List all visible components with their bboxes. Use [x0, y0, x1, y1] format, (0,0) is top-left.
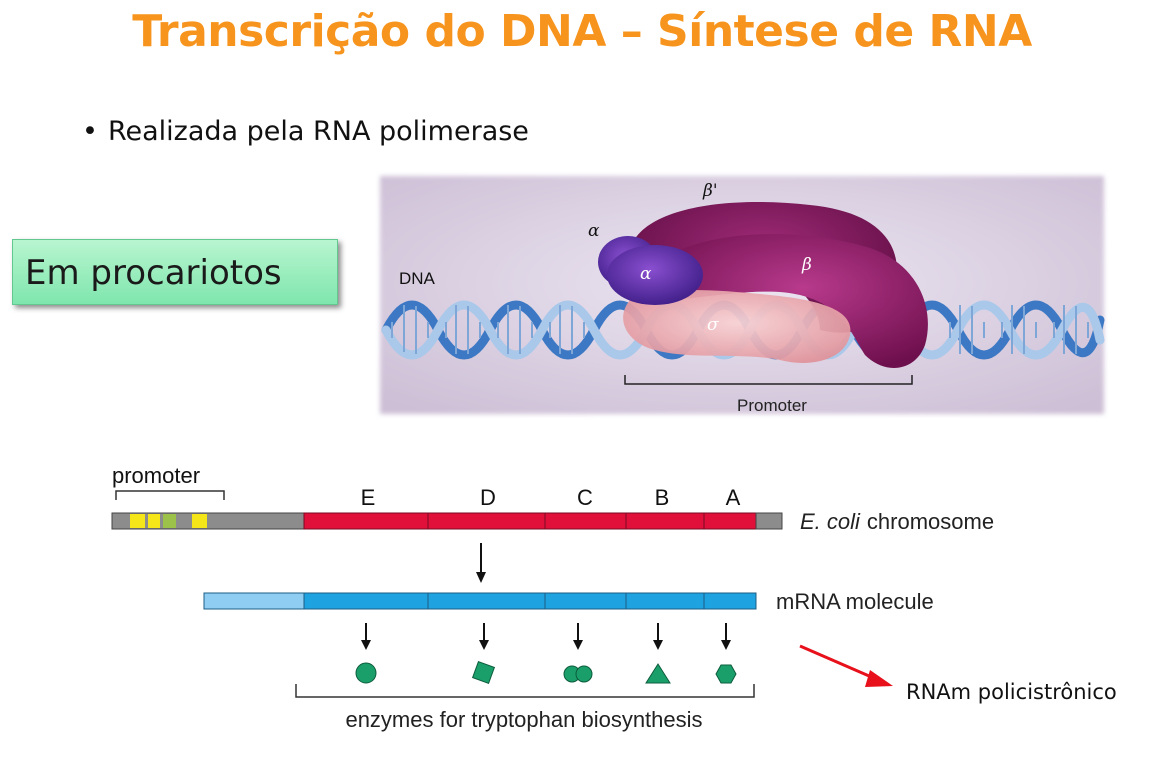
- promoter-bracket: [624, 375, 913, 385]
- red-pointer-arrow: [799, 644, 893, 687]
- promoter-box-3: [163, 514, 176, 528]
- promoter-box-2: [148, 514, 160, 528]
- promoter-box-4: [192, 514, 207, 528]
- alpha-front-label: α: [640, 264, 652, 284]
- mrna-d-segment: [427, 592, 546, 610]
- dna-base-pairs: [391, 305, 1089, 354]
- mrna-c-segment: [544, 592, 627, 610]
- gene-label-b: B: [655, 485, 670, 510]
- gene-d-segment: [427, 512, 546, 530]
- enzyme-a-hexagon: [715, 664, 737, 684]
- enzymes-label: enzymes for tryptophan biosynthesis: [345, 707, 702, 732]
- dna-label: DNA: [399, 269, 436, 288]
- translation-arrows: [365, 623, 727, 643]
- prokaryote-box: Em procariotos: [12, 239, 338, 305]
- bullet-text: Realizada pela RNA polimerase: [107, 116, 529, 147]
- promoter-label: Promoter: [737, 396, 807, 415]
- gene-a-segment: [703, 512, 757, 530]
- gene-e-segment: [303, 512, 429, 530]
- gene-c-segment: [544, 512, 627, 530]
- sigma-label: σ: [707, 315, 719, 335]
- red-arrow-head: [865, 670, 893, 687]
- slide-title: Transcrição do DNA – Síntese de RNA: [132, 6, 1032, 57]
- mrna-label: mRNA molecule: [776, 589, 934, 614]
- beta-prime-label: β': [702, 181, 718, 201]
- sigma-subunit: [623, 290, 851, 363]
- polymerase-figure: DNA α α β' β σ Promoter: [380, 176, 1105, 415]
- beta-label: β: [801, 255, 812, 275]
- mrna-a-segment: [703, 592, 757, 610]
- enzyme-d-diamond: [471, 660, 496, 685]
- gene-label-a: A: [726, 485, 741, 510]
- gene-label-c: C: [577, 485, 593, 510]
- prokaryote-box-label: Em procariotos: [25, 253, 282, 293]
- gene-b-segment: [625, 512, 705, 530]
- mrna-b-segment: [625, 592, 705, 610]
- chromosome-label-italic: E. coli: [800, 509, 861, 534]
- red-arrow-shaft: [799, 644, 877, 681]
- bullet-marker: •: [82, 116, 98, 147]
- mrna-e-segment: [303, 592, 429, 610]
- alpha-subunit-front: [607, 245, 703, 305]
- chromosome-bar: [111, 512, 783, 530]
- enzyme-b-triangle: [645, 663, 671, 684]
- beta-subunit: [650, 234, 928, 368]
- operon-promoter-bracket: [115, 490, 225, 500]
- mrna-leader-segment: [203, 592, 305, 610]
- transcription-arrow-head: [476, 572, 486, 583]
- chromosome-label-rest: chromosome: [867, 509, 994, 534]
- bullet-point: • Realizada pela RNA polimerase: [82, 116, 529, 147]
- polycistronic-label: RNAm policistrônico: [906, 680, 1117, 704]
- enzyme-c-double-circle: [563, 665, 593, 683]
- mrna-bar: [203, 592, 757, 610]
- alpha-top-label: α: [588, 221, 600, 241]
- gene-label-e: E: [361, 485, 376, 510]
- gene-label-d: D: [480, 485, 496, 510]
- chromosome-flank-right: [755, 512, 783, 530]
- promoter-box-1: [130, 514, 145, 528]
- translation-arrowheads: [361, 640, 731, 650]
- enzymes-bracket: [295, 684, 755, 698]
- enzyme-e-circle: [355, 662, 377, 684]
- operon-promoter-label: promoter: [112, 463, 200, 488]
